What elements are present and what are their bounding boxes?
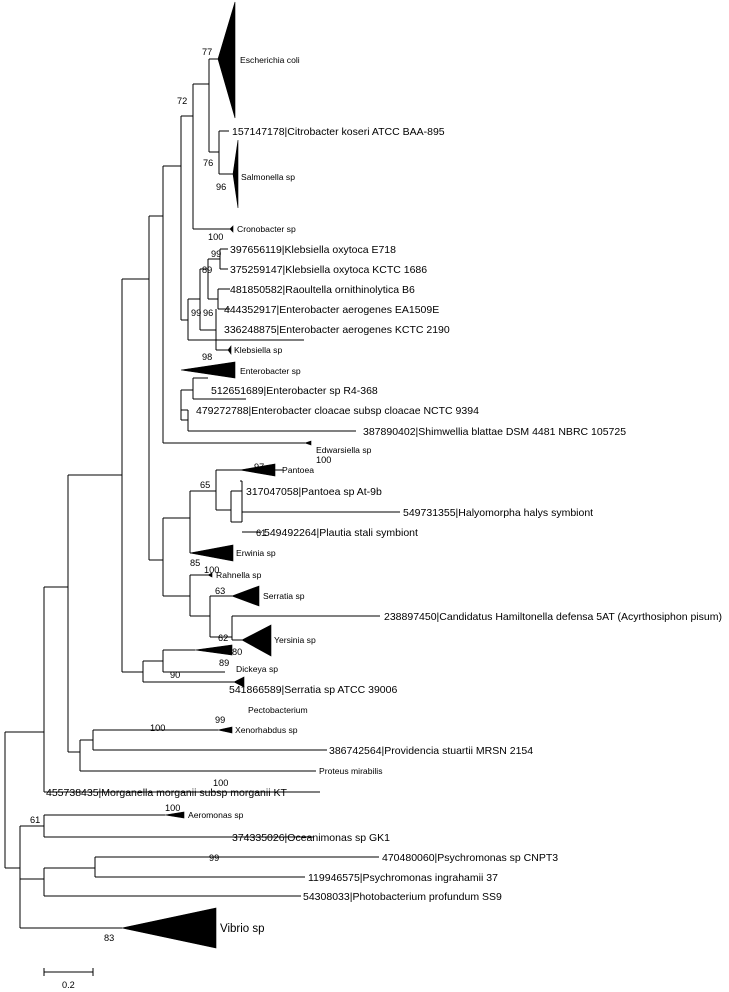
bootstrap-value: 76 <box>203 158 213 168</box>
bootstrap-value: 96 <box>203 308 213 318</box>
bootstrap-value: 61 <box>256 528 266 538</box>
clade-cronobacter <box>229 225 234 233</box>
tip-klebsiella: Klebsiella sp <box>234 345 282 355</box>
tip-photobacterium: 54308033|Photobacterium profundum SS9 <box>303 891 502 903</box>
tip-cronobacter: Cronobacter sp <box>237 224 296 234</box>
bootstrap-value: 65 <box>200 480 210 490</box>
tip-serratia: Serratia sp <box>263 591 305 601</box>
tip-klebsiella-oxytoca-e718: 397656119|Klebsiella oxytoca E718 <box>230 244 396 256</box>
bootstrap-value: 100 <box>204 565 219 575</box>
tip-labels: Escherichia coli 157147178|Citrobacter k… <box>46 55 722 935</box>
clade-klebsiella <box>227 345 232 355</box>
tip-enterobacter: Enterobacter sp <box>240 366 301 376</box>
bootstrap-value: 63 <box>215 586 225 596</box>
tip-dickeya: Dickeya sp <box>236 664 278 674</box>
tip-hamiltonella: 238897450|Candidatus Hamiltonella defens… <box>384 611 722 623</box>
bootstrap-value: 100 <box>150 723 165 733</box>
clade-pantoea <box>239 463 276 477</box>
tip-klebsiella-oxytoca-kctc: 375259147|Klebsiella oxytoca KCTC 1686 <box>230 264 427 276</box>
tip-morganella: 455738435|Morganella morganii subsp morg… <box>46 787 287 799</box>
bootstrap-value: 85 <box>190 558 200 568</box>
clade-salmonella <box>232 139 239 209</box>
bootstrap-value: 100 <box>165 803 180 813</box>
clade-pectobacterium <box>233 676 245 688</box>
bootstrap-value: 100 <box>208 232 223 242</box>
tip-vibrio: Vibrio sp <box>220 923 265 935</box>
bootstrap-value: 80 <box>232 647 242 657</box>
tip-serratia-atcc: 541866589|Serratia sp ATCC 39006 <box>229 684 397 696</box>
tip-pectobacterium: Pectobacterium <box>248 705 308 715</box>
tip-shimwellia: 387890402|Shimwellia blattae DSM 4481 NB… <box>363 426 626 438</box>
tip-halyomorpha: 549731355|Halyomorpha halys symbiont <box>403 507 593 519</box>
tip-escherichia-coli: Escherichia coli <box>240 55 300 65</box>
bootstrap-value: 83 <box>104 933 114 943</box>
bootstrap-value: 61 <box>30 815 40 825</box>
clade-aeromonas <box>164 811 185 819</box>
clade-enterobacter <box>180 361 236 379</box>
clade-yersinia <box>241 624 272 657</box>
tip-raoultella: 481850582|Raoultella ornithinolytica B6 <box>230 284 415 296</box>
tip-proteus: Proteus mirabilis <box>319 766 383 776</box>
tip-xenorhabdus: Xenorhabdus sp <box>235 725 298 735</box>
tip-edwarsiella: Edwarsiella sp <box>316 445 372 455</box>
tip-erwinia: Erwinia sp <box>236 548 276 558</box>
tip-providencia: 386742564|Providencia stuartii MRSN 2154 <box>329 745 533 757</box>
bootstrap-value: 62 <box>218 633 228 643</box>
clade-erwinia <box>189 544 234 562</box>
bootstrap-value: 97 <box>254 462 264 472</box>
bootstrap-value: 99 <box>215 715 225 725</box>
bootstrap-value: 100 <box>213 778 228 788</box>
tip-pantoea: Pantoea <box>282 465 314 475</box>
tip-psychromonas-cnpt3: 470480060|Psychromonas sp CNPT3 <box>382 852 558 864</box>
tip-citrobacter-koseri: 157147178|Citrobacter koseri ATCC BAA-89… <box>232 126 445 138</box>
bootstrap-value: 77 <box>202 47 212 57</box>
bootstrap-value: 90 <box>170 670 180 680</box>
tip-pantoea-at9b: 317047058|Pantoea sp At-9b <box>246 486 382 498</box>
tip-plautia: 549492264|Plautia stali symbiont <box>264 527 418 539</box>
clade-edwarsiella <box>304 440 312 446</box>
tip-enterobacter-aerogenes-kctc: 336248875|Enterobacter aerogenes KCTC 21… <box>224 324 450 336</box>
tip-aeromonas: Aeromonas sp <box>188 810 244 820</box>
bootstrap-value: 98 <box>202 352 212 362</box>
bootstrap-value: 99 <box>191 308 201 318</box>
tip-rahnella: Rahnella sp <box>216 570 262 580</box>
scale-bar: 0.2 <box>43 968 94 990</box>
clade-serratia <box>231 585 260 607</box>
tip-yersinia: Yersinia sp <box>274 635 316 645</box>
clade-rahnella <box>207 572 213 578</box>
tip-oceanimonas: 374335026|Oceanimonas sp GK1 <box>232 832 390 844</box>
bootstrap-value: 72 <box>177 96 187 106</box>
bootstrap-value: 89 <box>202 265 212 275</box>
tip-salmonella: Salmonella sp <box>241 172 295 182</box>
tip-psychromonas-ingrahamii: 119946575|Psychromonas ingrahamii 37 <box>308 872 498 884</box>
tip-enterobacter-aerogenes-ea: 444352917|Enterobacter aerogenes EA1509E <box>224 304 439 316</box>
bootstrap-value: 96 <box>216 182 226 192</box>
clade-xenorhabdus <box>217 726 233 734</box>
collapsed-clades <box>121 1 312 949</box>
bootstrap-value: 99 <box>211 249 221 259</box>
bootstrap-value: 99 <box>209 853 219 863</box>
scale-bar-label: 0.2 <box>62 980 75 990</box>
tip-enterobacter-r4: 512651689|Enterobacter sp R4-368 <box>211 385 378 397</box>
tip-enterobacter-cloacae: 479272788|Enterobacter cloacae subsp clo… <box>196 405 479 417</box>
clade-escherichia-coli <box>217 1 236 119</box>
bootstrap-value: 89 <box>219 658 229 668</box>
bootstrap-values: 77 72 76 96 100 99 89 99 96 98 100 97 65… <box>30 47 331 943</box>
clade-vibrio <box>121 907 217 949</box>
tree-branches <box>4 58 400 929</box>
clade-dickeya <box>194 644 233 656</box>
bootstrap-value: 100 <box>316 455 331 465</box>
